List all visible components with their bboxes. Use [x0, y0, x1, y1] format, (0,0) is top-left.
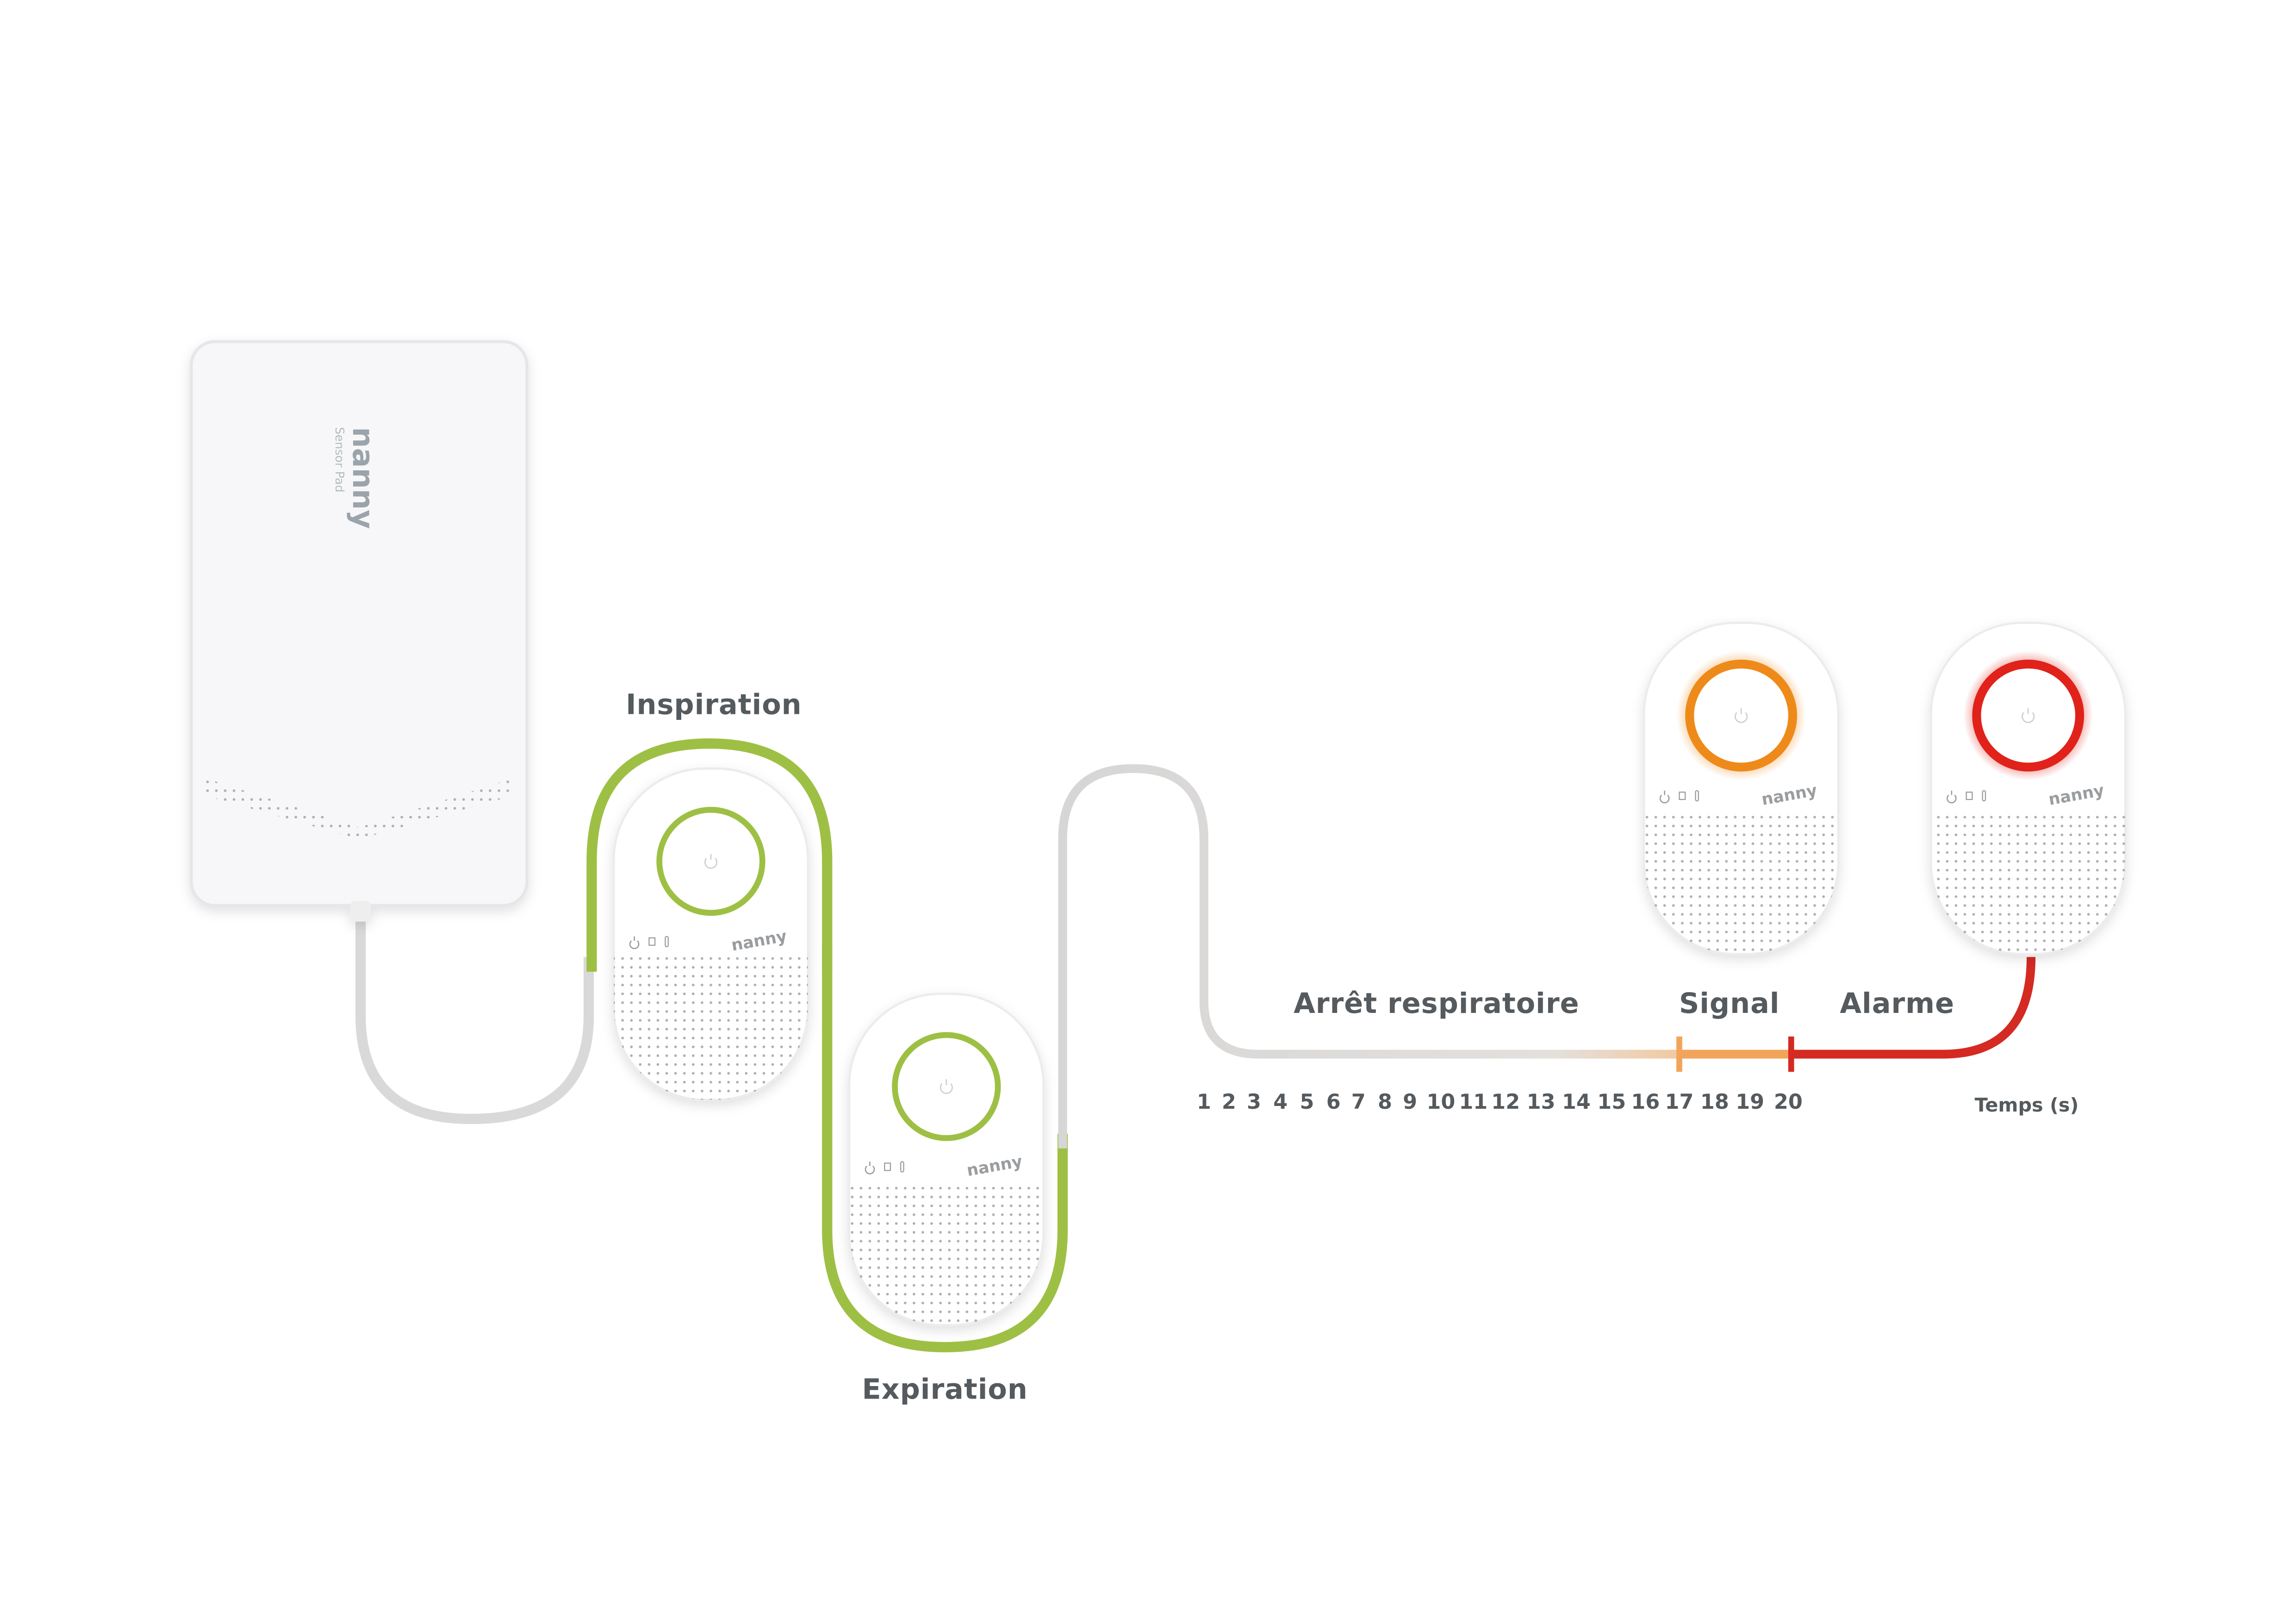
power-icon	[940, 1079, 953, 1094]
speaker-grille	[614, 957, 808, 1100]
sensor-pad-dots	[203, 777, 516, 839]
sensor-pad-brand: nanny	[346, 427, 380, 529]
thermometer-icon	[665, 936, 669, 948]
label-inspiration: Inspiration	[626, 689, 802, 721]
device-inspiration: nanny	[612, 767, 809, 1101]
tick-label: 13	[1527, 1090, 1556, 1114]
battery-icon	[884, 1162, 891, 1171]
battery-icon	[1679, 791, 1686, 800]
speaker-grille	[1644, 811, 1838, 954]
thermometer-icon	[900, 1161, 904, 1173]
tick-label: 4	[1273, 1090, 1288, 1114]
power-button[interactable]	[665, 815, 757, 907]
status-power-icon	[865, 1162, 875, 1174]
sensor-pad	[190, 340, 529, 922]
status-power-icon	[629, 936, 640, 949]
breath-loop-expiration	[822, 942, 1068, 1353]
power-icon	[704, 854, 717, 869]
tick-label: 17	[1665, 1090, 1694, 1114]
label-expiration: Expiration	[862, 1373, 1027, 1405]
power-button[interactable]	[901, 1041, 992, 1132]
tick-label: 20	[1774, 1090, 1803, 1114]
status-power-icon	[1659, 790, 1670, 804]
speaker-grille	[849, 1182, 1044, 1325]
alarm-segment	[1791, 957, 2036, 1059]
thermometer-icon	[1982, 790, 1986, 802]
thermometer-icon	[1695, 790, 1699, 802]
tick-label: 11	[1459, 1090, 1487, 1114]
label-alarme: Alarme	[1840, 987, 1954, 1020]
power-icon	[2022, 708, 2035, 723]
label-time-unit: Temps (s)	[1975, 1094, 2079, 1116]
battery-icon	[648, 937, 656, 946]
cable-pad	[355, 912, 594, 1124]
tick-label: 19	[1736, 1090, 1764, 1114]
tick-label: 8	[1378, 1090, 1392, 1114]
tick-label: 15	[1597, 1090, 1626, 1114]
signal-marker	[1676, 1036, 1682, 1072]
tick-label: 16	[1631, 1090, 1660, 1114]
power-button[interactable]	[1695, 670, 1787, 762]
battery-icon	[1966, 791, 1973, 800]
tick-label: 6	[1326, 1090, 1341, 1114]
power-button[interactable]	[1982, 670, 2074, 762]
status-power-icon	[1947, 790, 1957, 804]
tick-label: 9	[1403, 1090, 1417, 1114]
tick-label: 2	[1222, 1090, 1236, 1114]
cable-stop	[1058, 764, 1680, 1149]
tick-label: 14	[1562, 1090, 1591, 1114]
power-icon	[1735, 708, 1748, 723]
tick-label: 5	[1300, 1090, 1314, 1114]
tick-label: 7	[1351, 1090, 1366, 1114]
device-signal: nanny	[1643, 621, 1840, 956]
tick-label: 3	[1247, 1090, 1261, 1114]
label-arret-respiratoire: Arrêt respiratoire	[1294, 987, 1579, 1020]
breath-loop-inspiration	[586, 738, 833, 972]
tick-label: 1	[1197, 1090, 1211, 1114]
label-signal: Signal	[1679, 987, 1780, 1020]
speaker-grille	[1931, 811, 2126, 954]
tick-label: 12	[1491, 1090, 1520, 1114]
alarm-marker	[1788, 1036, 1794, 1072]
device-expiration: nanny	[848, 993, 1045, 1326]
tick-label: 10	[1426, 1090, 1455, 1114]
sensor-pad-subtitle: Sensor Pad	[333, 427, 347, 492]
device-alarm: nanny	[1929, 621, 2127, 956]
tick-label: 18	[1700, 1090, 1729, 1114]
